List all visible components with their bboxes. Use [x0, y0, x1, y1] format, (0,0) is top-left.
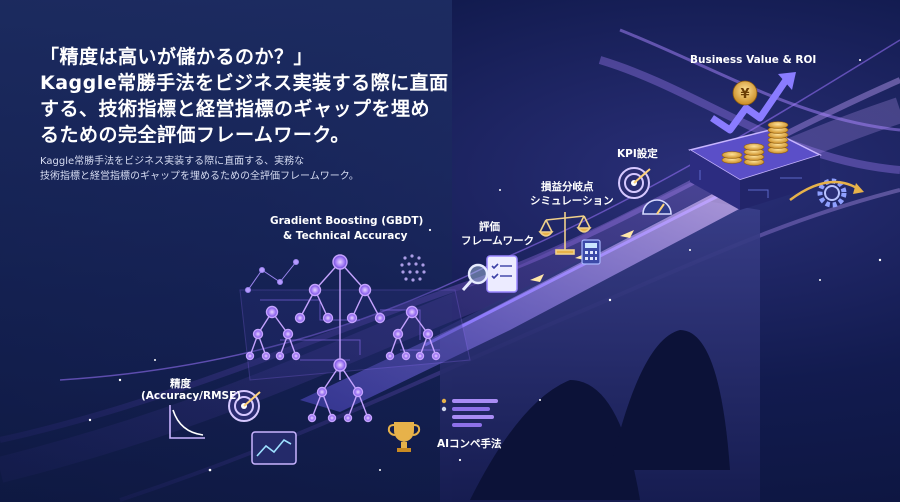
accuracy-label-line-2: (Accuracy/RMSE)	[141, 390, 242, 402]
business-value-label: Business Value & ROI	[690, 54, 817, 66]
gear-icon	[817, 178, 847, 208]
accuracy-target-icon	[228, 390, 261, 422]
breakeven-label-line-2: シミュレーション	[530, 195, 614, 207]
kpi-label: KPI設定	[617, 148, 658, 160]
accuracy-label-line-1: 精度	[170, 378, 191, 390]
subtitle-line-1: Kaggle常勝手法をビジネス実装する際に直面する、実務な	[40, 156, 305, 167]
coin-stacks-icon	[721, 121, 789, 166]
circuit-platform	[239, 289, 471, 381]
calculator-icon	[581, 239, 601, 265]
balance-scale-icon	[538, 212, 592, 255]
subtitle-line-2: 技術指標と経営指標のギャップを埋めるための全評価フレームワーク。	[40, 171, 359, 182]
network-graph-icon	[245, 259, 299, 293]
headline-line-3: する、技術指標と経営指標のギャップを埋め	[40, 98, 431, 120]
kpi-target-icon	[618, 167, 651, 199]
glowing-road	[300, 190, 760, 412]
chart-screen-icon	[251, 431, 297, 465]
ai-competition-label: AIコンペ手法	[437, 438, 502, 450]
loss-curve-icon	[169, 405, 205, 439]
framework-label-line-1: 評価	[479, 221, 500, 233]
decision-trees	[245, 254, 441, 423]
evaluation-checklist-icon	[461, 255, 518, 293]
trophy-icon	[387, 422, 421, 452]
gbdt-label-line-2: & Technical Accuracy	[283, 230, 408, 242]
headline-line-2: Kaggle常勝手法をビジネス実装する際に直面	[40, 72, 449, 94]
growth-arrowhead	[778, 72, 796, 90]
yen-symbol: ¥	[740, 87, 749, 102]
growth-arrow-icon	[710, 78, 789, 134]
headline-line-4: るための完全評価フレームワーク。	[40, 124, 350, 146]
leaderboard-bars-icon	[441, 398, 498, 427]
breakeven-label-line-1: 損益分岐点	[541, 181, 594, 193]
cycle-arrow-icon	[789, 180, 861, 202]
framework-label-line-2: フレームワーク	[461, 235, 535, 247]
gauge-icon	[642, 199, 672, 215]
yen-coin-icon	[732, 80, 758, 106]
gbdt-label-line-1: Gradient Boosting (GBDT)	[270, 215, 424, 227]
sparkles	[88, 58, 882, 472]
cycle-arrowhead	[853, 183, 864, 194]
data-sphere-icon	[400, 254, 426, 282]
headline-line-1: 「精度は高いが儲かるのか？」	[40, 46, 314, 68]
